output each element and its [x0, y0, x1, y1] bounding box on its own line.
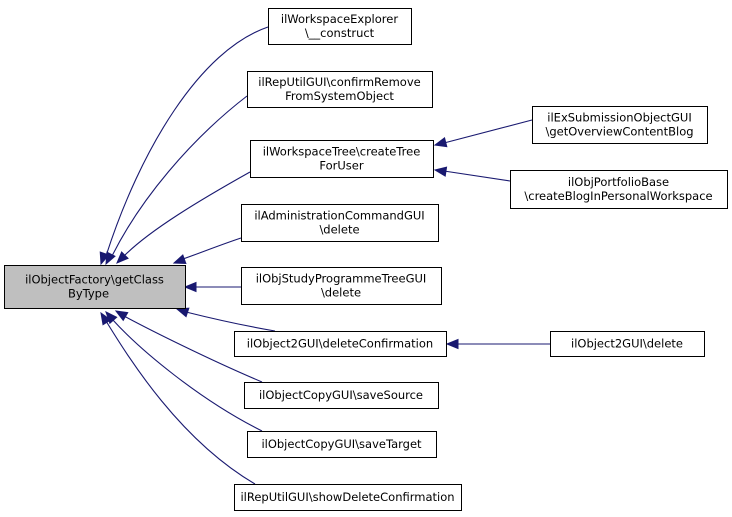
node-label-line: ilAdministrationCommandGUI [254, 209, 424, 223]
edge-line [105, 320, 256, 485]
node-label-line: ilObjStudyProgrammeTreeGUI [256, 272, 427, 286]
node-n4[interactable]: ilAdministrationCommandGUI\delete [241, 204, 439, 242]
node-box [550, 331, 705, 357]
node-box [244, 382, 439, 409]
edge-n3-root [116, 171, 251, 264]
edge-n9-root [100, 311, 256, 485]
edge-n6-root [175, 307, 276, 332]
arrowhead [175, 307, 190, 318]
node-n1[interactable]: ilWorkspaceExplorer\__construct [268, 8, 412, 45]
edge-line [182, 237, 242, 260]
node-label-line: \delete [319, 223, 359, 237]
edge-line [443, 170, 511, 182]
edge-n11-n3 [433, 166, 511, 182]
arrowhead [445, 338, 459, 350]
edges-layer [99, 26, 550, 485]
node-label-line: ilObjectCopyGUI\saveSource [259, 388, 423, 402]
node-n6[interactable]: ilObject2GUI\deleteConfirmation [234, 331, 447, 357]
node-box [234, 484, 462, 511]
arrowhead [433, 137, 448, 148]
edge-line [105, 26, 269, 257]
node-n10[interactable]: ilExSubmissionObjectGUI\getOverviewConte… [532, 106, 708, 144]
node-box [250, 140, 434, 178]
arrowhead [433, 166, 448, 177]
node-n9[interactable]: ilRepUtilGUI\showDeleteConfirmation [234, 484, 462, 511]
node-n5[interactable]: ilObjStudyProgrammeTreeGUI\delete [241, 267, 442, 305]
node-box [241, 204, 439, 242]
node-box [4, 265, 186, 309]
arrowhead [114, 310, 129, 322]
edge-line [111, 95, 248, 257]
node-box [268, 8, 412, 45]
node-box [532, 106, 708, 144]
node-n11[interactable]: ilObjPortfolioBase\createBlogInPersonalW… [510, 170, 728, 209]
node-box [234, 331, 447, 357]
edge-n12-n6 [445, 338, 550, 350]
node-n12[interactable]: ilObject2GUI\delete [550, 331, 705, 357]
node-label-line: ilObjPortfolioBase [568, 175, 669, 189]
node-label-line: ilObject2GUI\delete [571, 337, 683, 351]
edge-n10-n3 [433, 119, 533, 148]
edge-line [443, 119, 533, 144]
node-label-line: ilExSubmissionObjectGUI [547, 111, 691, 125]
arrowhead [116, 251, 129, 264]
node-n7[interactable]: ilObjectCopyGUI\saveSource [244, 382, 439, 409]
node-box [247, 431, 437, 458]
node-box [510, 170, 728, 209]
node-n8[interactable]: ilObjectCopyGUI\saveTarget [247, 431, 437, 458]
node-label-line: ForUser [319, 159, 363, 173]
edge-n7-root [114, 310, 263, 383]
node-label-line: ilObjectFactory\getClass [25, 273, 164, 287]
edge-line [123, 171, 251, 257]
node-label-line: ByType [68, 287, 109, 301]
node-label-line: \createBlogInPersonalWorkspace [524, 189, 712, 203]
edge-n5-root [183, 281, 241, 293]
node-label-line: FromSystemObject [285, 89, 394, 103]
arrowhead [183, 281, 197, 293]
arrowhead [100, 311, 112, 326]
node-label-line: ilObject2GUI\deleteConfirmation [247, 337, 433, 351]
node-n2[interactable]: ilRepUtilGUI\confirmRemoveFromSystemObje… [247, 71, 433, 108]
arrowhead [105, 251, 116, 266]
node-label-line: ilObjectCopyGUI\saveTarget [261, 437, 422, 451]
arrowhead [172, 254, 187, 265]
node-label-line: ilWorkspaceTree\createTree [263, 145, 421, 159]
node-label-line: ilRepUtilGUI\confirmRemove [258, 75, 420, 89]
edge-n2-root [105, 95, 248, 266]
node-box [241, 267, 442, 305]
node-box [247, 71, 433, 108]
edge-line [185, 311, 276, 332]
node-label-line: \__construct [305, 26, 375, 40]
node-label-line: ilRepUtilGUI\showDeleteConfirmation [240, 490, 454, 504]
node-label-line: \getOverviewContentBlog [545, 125, 693, 139]
edge-n4-root [172, 237, 242, 265]
edge-line [111, 318, 263, 432]
node-label-line: ilWorkspaceExplorer [281, 12, 398, 26]
node-label-line: \delete [321, 286, 361, 300]
edge-line [123, 315, 263, 383]
